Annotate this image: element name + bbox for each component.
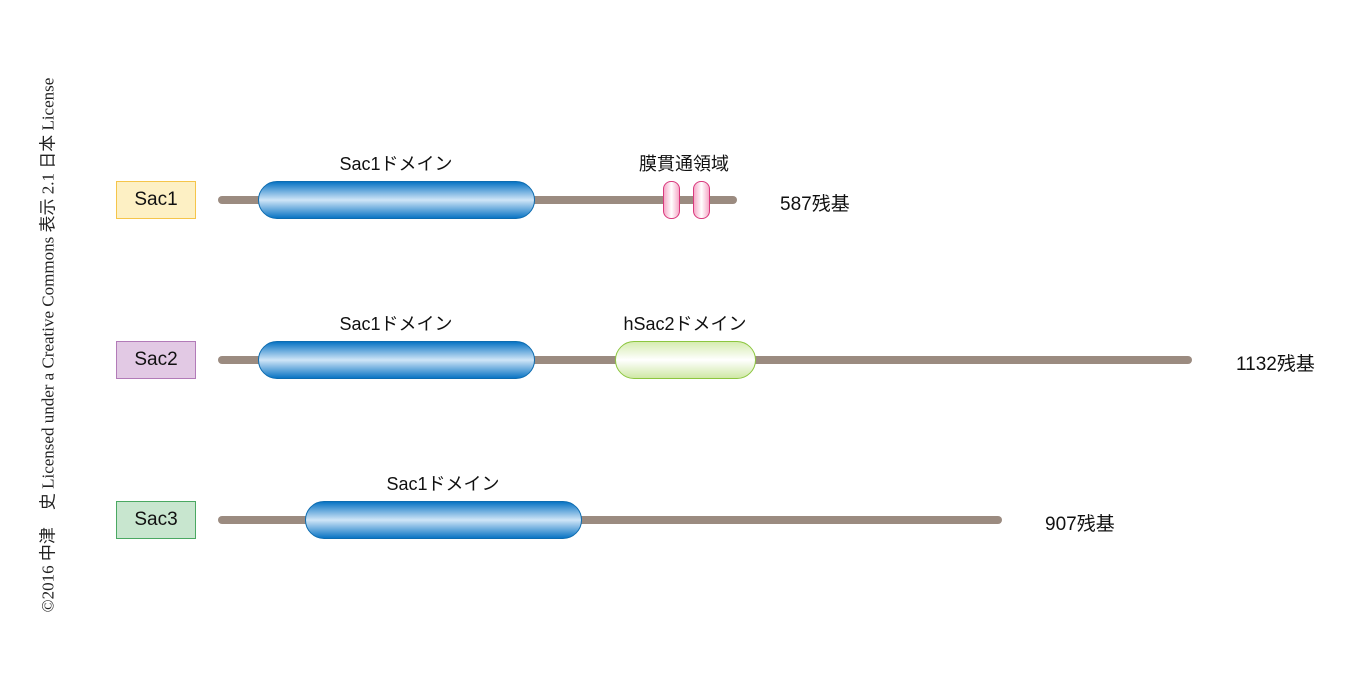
transmembrane-segment — [663, 181, 680, 219]
domain-label: Sac1ドメイン — [339, 314, 453, 334]
domain-label: Sac1ドメイン — [386, 474, 500, 494]
domain-label: 膜貫通領域 — [639, 154, 729, 174]
sac1-domain — [258, 181, 535, 219]
hsac2-domain — [615, 341, 756, 379]
length-label: 587残基 — [780, 194, 850, 215]
domain-label: Sac1ドメイン — [339, 154, 453, 174]
protein-label-sac1: Sac1 — [116, 181, 196, 219]
sac1-domain — [305, 501, 582, 539]
protein-label-sac2: Sac2 — [116, 341, 196, 379]
transmembrane-segment — [693, 181, 710, 219]
copyright-notice: ©2016 中津 史 Licensed under a Creative Com… — [38, 77, 58, 613]
protein-backbone-sac3 — [218, 516, 1002, 524]
length-label: 1132残基 — [1236, 354, 1315, 375]
domain-label: hSac2ドメイン — [623, 314, 747, 334]
protein-label-sac3: Sac3 — [116, 501, 196, 539]
sac1-domain — [258, 341, 535, 379]
length-label: 907残基 — [1045, 514, 1115, 535]
